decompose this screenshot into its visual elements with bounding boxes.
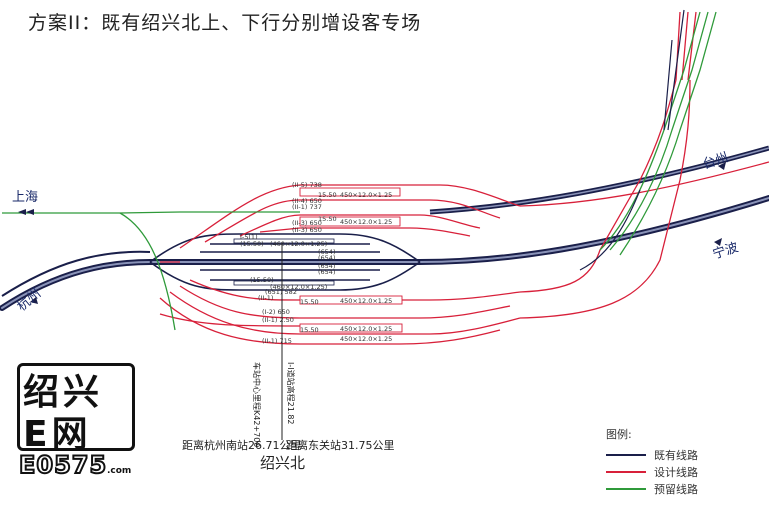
middle-track-label: (460×12.0×1.25) — [270, 240, 328, 248]
lower-track-label: (II-1) 2.50 — [262, 316, 294, 324]
platform-dimension-label: 450×12.0×1.25 — [340, 325, 393, 333]
logo-text-line3: E0575 — [18, 450, 108, 480]
legend-swatch-reserved — [606, 487, 646, 490]
middle-track-label: (460×12.0×1.25) — [270, 283, 328, 291]
upper-track-label: 15.50 — [318, 191, 337, 199]
legend-item-reserved: 预留线路 — [606, 480, 746, 497]
logo-suffix: .com — [107, 466, 132, 476]
page-title: 方案II：既有绍兴北上、下行分别增设客专场 — [28, 12, 422, 34]
mileage-center: 车站中心里程K42+700 — [252, 362, 261, 448]
distance-hangzhou-south: 距离杭州南站26.71公里 — [182, 439, 302, 452]
upper-track-label: (II-4) 650 — [292, 197, 322, 205]
upper-track-label: (II-3) 650 — [292, 219, 322, 227]
direction-arrows — [18, 162, 726, 304]
lower-track-label: 15.50 — [300, 326, 319, 334]
legend-label-design: 设计线路 — [654, 465, 698, 479]
lower-track-label: (I-2) 650 — [262, 308, 290, 316]
legend-swatch-existing — [606, 453, 646, 456]
upper-track-label: (II-5) 738 — [292, 181, 322, 189]
middle-track-label: I-5(1) — [240, 233, 258, 241]
middle-track-label: (654) — [318, 248, 336, 256]
legend: 图例: 既有线路 设计线路 预留线路 — [606, 426, 746, 497]
existing-left-line — [1, 250, 151, 297]
station-name: 绍兴北 — [260, 454, 306, 472]
platform-dimension-label: 450×12.0×1.25 — [340, 335, 393, 343]
eo575-logo: 绍兴 E网 E0575 .com — [17, 363, 135, 481]
lower-track-label: 15.50 — [300, 298, 319, 306]
middle-track-label: (15.50) — [250, 276, 274, 284]
platform-dimension-label: 450×12.0×1.25 — [340, 191, 393, 199]
platform-dimension-label: 450×12.0×1.25 — [340, 297, 393, 305]
city-label-shanghai: 上海 — [12, 190, 39, 205]
middle-track-label: (654) — [318, 262, 336, 270]
platform-dimension-label: 450×12.0×1.25 — [340, 218, 393, 226]
upper-track-label: 15.50 — [318, 215, 337, 223]
logo-box — [17, 363, 135, 451]
middle-track-label: (651) 582 — [265, 288, 297, 296]
existing-fan — [579, 9, 685, 271]
existing-taizhou-line — [429, 145, 769, 215]
legend-title: 图例: — [606, 428, 632, 441]
lower-design-yard — [159, 279, 521, 345]
upper-design-yard — [179, 184, 521, 249]
middle-track-label: (15.50) — [240, 240, 264, 248]
mileage-design: I-I道站高程21.82 — [286, 362, 295, 425]
logo-text-line1: 绍兴 — [23, 372, 104, 413]
logo-text-line2: E网 — [23, 414, 92, 455]
lower-track-label: (II-1) — [258, 294, 274, 302]
legend-item-existing: 既有线路 — [606, 446, 746, 463]
upper-track-label: (II-3) 650 — [292, 226, 322, 234]
reserved-lines — [2, 11, 717, 331]
existing-main-line — [0, 195, 769, 311]
middle-track-label: (654) — [318, 268, 336, 276]
legend-label-existing: 既有线路 — [654, 448, 698, 462]
middle-track-label: (654) — [318, 254, 336, 262]
legend-swatch-design — [606, 470, 646, 473]
legend-label-reserved: 预留线路 — [654, 482, 698, 496]
design-connectors — [159, 11, 769, 327]
distance-dongguan: 距离东关站31.75公里 — [286, 439, 395, 452]
lower-track-label: (II-1) 715 — [262, 337, 292, 345]
central-yard — [149, 233, 421, 291]
legend-item-design: 设计线路 — [606, 463, 746, 480]
upper-track-label: (II-1) 737 — [292, 203, 322, 211]
